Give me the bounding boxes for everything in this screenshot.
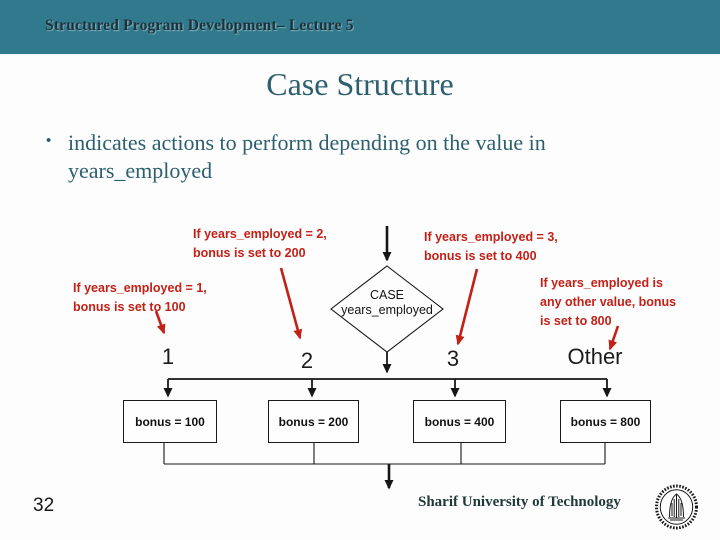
footer-organization: Sharif University of Technology bbox=[418, 494, 621, 510]
bullet-item: • indicates actions to perform depending… bbox=[46, 129, 658, 185]
case-label-other: Other bbox=[567, 344, 623, 369]
university-logo-icon bbox=[655, 484, 698, 530]
decision-node-label: CASE years_employed bbox=[341, 288, 433, 317]
black-flow-connectors bbox=[163, 226, 612, 490]
annotation-case-2: If years_employed = 2, bonus is set to 2… bbox=[193, 227, 327, 260]
case-label-1: 1 bbox=[161, 344, 175, 369]
case-label-3: 3 bbox=[446, 346, 460, 371]
action-box-bonus-200: bonus = 200 bbox=[268, 400, 359, 443]
annotation-case-other: If years_employed is any other value, bo… bbox=[540, 276, 677, 328]
red-annotation-arrows bbox=[154, 267, 620, 351]
action-box-bonus-100: bonus = 100 bbox=[123, 400, 217, 443]
case-label-2: 2 bbox=[300, 348, 314, 373]
annotation-case-3: If years_employed = 3, bonus is set to 4… bbox=[424, 230, 558, 263]
bullet-text: indicates actions to perform depending o… bbox=[68, 130, 546, 183]
slide-number: 32 bbox=[33, 495, 55, 516]
page-title: Case Structure bbox=[266, 66, 454, 102]
action-box-bonus-400: bonus = 400 bbox=[413, 400, 506, 443]
bullet-marker-icon: • bbox=[46, 132, 52, 149]
annotation-case-1: If years_employed = 1, bonus is set to 1… bbox=[73, 281, 207, 314]
lecture-title: Structured Program Development– Lecture … bbox=[45, 17, 354, 34]
action-box-bonus-800: bonus = 800 bbox=[560, 400, 651, 443]
header-bar: Structured Program Development– Lecture … bbox=[0, 0, 720, 54]
